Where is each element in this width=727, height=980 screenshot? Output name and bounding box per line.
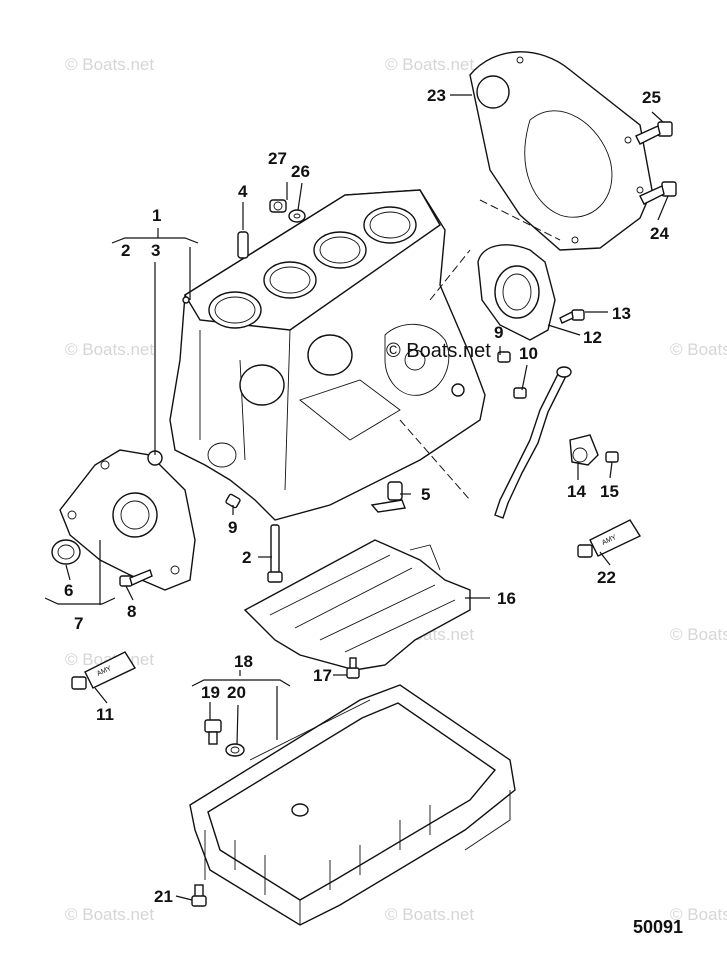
callout-9-right: 9 [494,323,503,342]
callout-21: 21 [154,887,173,906]
bolt-17 [346,657,360,679]
screw-15 [605,451,619,463]
callouts: 1 2 3 4 27 26 23 25 24 13 12 9 10 14 15 … [64,86,669,906]
callout-7: 7 [74,614,83,633]
callout-25: 25 [642,88,661,107]
washer-20 [225,743,245,757]
callout-1: 1 [152,206,161,225]
callout-17: 17 [313,666,332,685]
callout-10: 10 [519,344,538,363]
callout-18: 18 [234,652,253,671]
watermark: © Boats.net [65,340,154,359]
sensor-14 [569,434,599,466]
bolt-8 [119,569,153,587]
callout-8: 8 [127,602,136,621]
dowel-4 [237,231,249,259]
piston-jet-5 [370,481,406,513]
watermark: © Boats.net [670,625,727,644]
screw-13 [559,309,585,324]
callout-2: 2 [121,241,130,260]
callout-5: 5 [421,485,430,504]
bolt-2 [267,524,283,583]
sealant-tube-11: AMY [71,651,137,690]
figure-code: 50091 [633,917,683,937]
callout-14: 14 [567,482,586,501]
seal-6 [51,539,81,565]
watermark: © Boats.net [670,905,727,924]
rear-seal-housing [477,244,556,341]
dipstick-tube [494,366,572,519]
washer-26 [288,209,306,223]
watermarks: © Boats.net © Boats.net © Boats.net © Bo… [65,55,727,924]
watermark: © Boats.net [65,55,154,74]
bolt-21 [191,884,207,907]
front-cover [59,449,196,591]
callout-16: 16 [497,589,516,608]
callout-12: 12 [583,328,602,347]
watermark: © Boats.net [65,905,154,924]
callout-19: 19 [201,683,220,702]
drain-plug-19 [204,719,222,745]
bolt-27 [269,199,287,213]
sealant-tube-22: AMY [577,519,642,558]
watermark: © Boats.net [385,55,474,74]
callout-23: 23 [427,86,446,105]
oil-pan-18 [189,684,516,926]
callout-2-bolt: 2 [242,548,251,567]
callout-11: 11 [96,705,114,724]
callout-27: 27 [268,149,287,168]
dowel-9-right [497,351,511,363]
oil-baffle-16 [243,539,471,671]
callout-4: 4 [238,182,248,201]
callout-26: 26 [291,162,310,181]
center-watermark: © Boats.net [386,340,491,362]
dowel-9-left [225,493,241,509]
callout-20: 20 [227,683,246,702]
callout-3: 3 [151,241,160,260]
callout-24: 24 [650,224,669,243]
watermark: © Boats.net [670,340,727,359]
bolt-25 [635,121,673,145]
bolt-24 [639,181,677,205]
callout-22: 22 [597,568,616,587]
dowel-10 [513,387,527,399]
callout-6: 6 [64,581,73,600]
callout-9-left: 9 [228,518,237,537]
callout-13: 13 [612,304,631,323]
leader-lines [44,94,669,901]
engine-block [169,189,486,521]
watermark: © Boats.net [385,905,474,924]
flywheel-housing [469,51,653,251]
callout-15: 15 [600,482,619,501]
